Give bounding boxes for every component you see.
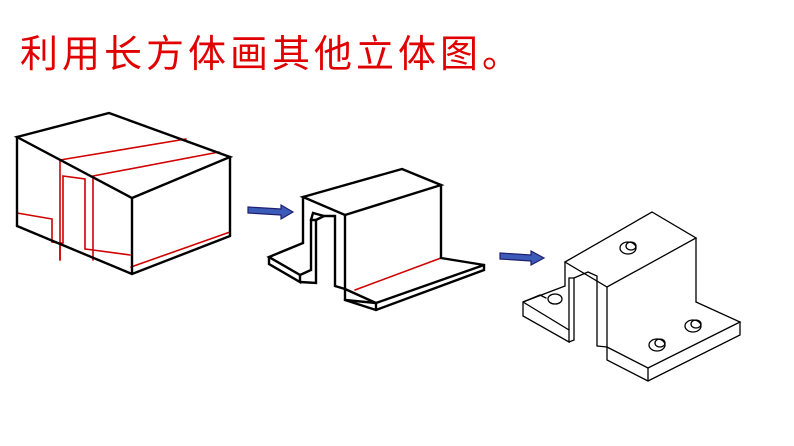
hole-top <box>619 241 637 255</box>
stepped-block <box>266 167 486 312</box>
hole-right <box>684 319 702 333</box>
arrow-2 <box>499 249 546 267</box>
hole-left <box>547 293 563 305</box>
construction-lines <box>16 138 231 268</box>
page-title: 利用长方体画其他立体图。 <box>20 32 525 76</box>
cuboid-with-guides <box>13 111 234 276</box>
bracket-with-holes <box>522 211 742 382</box>
hole-front <box>648 338 666 352</box>
arrow-1 <box>247 203 295 221</box>
cuboid-outline <box>13 111 234 276</box>
